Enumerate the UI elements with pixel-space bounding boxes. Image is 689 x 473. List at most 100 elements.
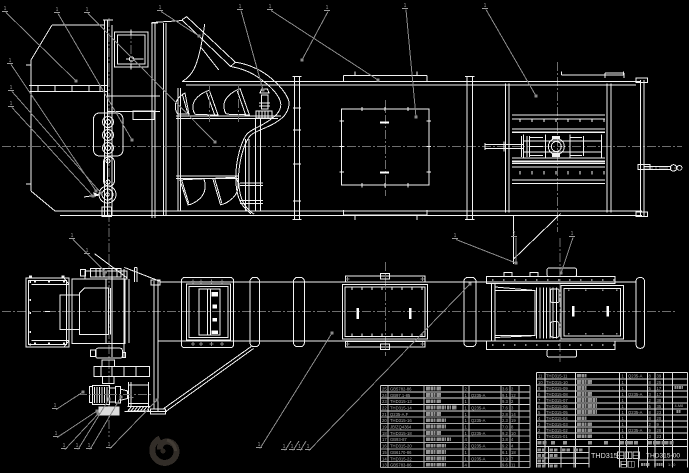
svg-text:THD315-20: THD315-20 bbox=[390, 444, 412, 449]
svg-text:5: 5 bbox=[538, 410, 541, 415]
svg-text:9.6: 9.6 bbox=[502, 463, 508, 468]
svg-text:2.8: 2.8 bbox=[502, 412, 508, 417]
svg-text:9.2: 9.2 bbox=[502, 431, 508, 436]
svg-text:20: 20 bbox=[657, 416, 662, 421]
svg-text:3: 3 bbox=[538, 422, 541, 427]
svg-text:Q235-A: Q235-A bbox=[471, 418, 486, 423]
svg-text:THD315-14: THD315-14 bbox=[390, 405, 412, 410]
svg-text:10: 10 bbox=[511, 431, 516, 436]
svg-text:6.1: 6.1 bbox=[502, 450, 508, 455]
svg-text:3: 3 bbox=[511, 405, 514, 410]
svg-text:2: 2 bbox=[649, 398, 652, 403]
svg-text:1: 1 bbox=[10, 101, 13, 107]
svg-text:THD315-06: THD315-06 bbox=[546, 404, 568, 409]
svg-text:8: 8 bbox=[649, 374, 652, 379]
svg-text:THD315-16: THD315-16 bbox=[390, 418, 412, 423]
svg-text:Q235-A: Q235-A bbox=[628, 410, 643, 415]
svg-text:7.0: 7.0 bbox=[502, 425, 508, 430]
svg-text:1: 1 bbox=[622, 374, 625, 379]
svg-text:GB5783-86: GB5783-86 bbox=[390, 463, 412, 468]
svg-text:1: 1 bbox=[54, 403, 57, 409]
svg-text:1: 1 bbox=[9, 58, 12, 64]
svg-text:GB6170-86: GB6170-86 bbox=[390, 450, 412, 455]
svg-text:1: 1 bbox=[622, 416, 625, 421]
svg-text:38: 38 bbox=[657, 398, 662, 403]
svg-text:THD315-10: THD315-10 bbox=[546, 380, 568, 385]
svg-text:1: 1 bbox=[56, 7, 59, 13]
svg-text:12: 12 bbox=[511, 393, 516, 398]
svg-text:1: 1 bbox=[538, 434, 541, 439]
svg-text:14: 14 bbox=[382, 456, 387, 461]
svg-text:1: 1 bbox=[622, 434, 625, 439]
svg-text:1: 1 bbox=[258, 442, 261, 448]
svg-text:1: 1 bbox=[465, 393, 468, 398]
svg-text:11: 11 bbox=[538, 374, 543, 379]
svg-text:THD315-04: THD315-04 bbox=[546, 416, 568, 421]
svg-text:39: 39 bbox=[657, 374, 662, 379]
svg-text:Q235-A.F: Q235-A.F bbox=[390, 412, 409, 417]
svg-text:4: 4 bbox=[511, 444, 514, 449]
svg-text:20: 20 bbox=[382, 418, 387, 423]
svg-text:1:10: 1:10 bbox=[668, 463, 675, 467]
svg-text:1: 1 bbox=[465, 425, 468, 430]
svg-text:1: 1 bbox=[86, 7, 89, 13]
svg-text:THD315-03: THD315-03 bbox=[546, 422, 568, 427]
svg-text:1: 1 bbox=[283, 444, 286, 450]
svg-text:4-M8: 4-M8 bbox=[675, 404, 684, 408]
svg-text:3.8: 3.8 bbox=[502, 437, 508, 442]
svg-text:1: 1 bbox=[465, 412, 468, 417]
svg-text:8: 8 bbox=[649, 380, 652, 385]
svg-text:8: 8 bbox=[511, 425, 514, 430]
svg-text:THD315-05: THD315-05 bbox=[546, 410, 568, 415]
svg-text:1: 1 bbox=[622, 386, 625, 391]
svg-text:1: 1 bbox=[63, 443, 66, 449]
svg-text:Q235-A: Q235-A bbox=[471, 431, 486, 436]
svg-text:1: 1 bbox=[484, 3, 487, 9]
svg-text:2: 2 bbox=[465, 444, 468, 449]
svg-text:4: 4 bbox=[465, 437, 468, 442]
svg-text:THD315-07: THD315-07 bbox=[546, 398, 568, 403]
svg-text:21: 21 bbox=[382, 412, 387, 417]
svg-text:1: 1 bbox=[76, 443, 79, 449]
svg-text:Q235-A: Q235-A bbox=[628, 392, 643, 397]
svg-text:THD315-13: THD315-13 bbox=[390, 399, 412, 404]
svg-text:2: 2 bbox=[465, 386, 468, 391]
svg-text:9: 9 bbox=[649, 428, 652, 433]
svg-text:23: 23 bbox=[657, 410, 662, 415]
svg-text:THD315-02: THD315-02 bbox=[546, 428, 568, 433]
svg-text:1: 1 bbox=[291, 444, 294, 450]
svg-text:15: 15 bbox=[382, 450, 387, 455]
svg-text:28: 28 bbox=[657, 428, 662, 433]
svg-text:8: 8 bbox=[649, 416, 652, 421]
svg-text:2: 2 bbox=[513, 231, 516, 237]
svg-text:1: 1 bbox=[86, 248, 89, 254]
svg-text:1: 1 bbox=[108, 442, 111, 448]
svg-text:1: 1 bbox=[159, 5, 162, 11]
svg-text:17: 17 bbox=[657, 386, 662, 391]
svg-text:Q235-A: Q235-A bbox=[628, 374, 643, 379]
svg-text:19: 19 bbox=[382, 425, 387, 430]
svg-text:1: 1 bbox=[465, 405, 468, 410]
svg-text:Q235-A: Q235-A bbox=[628, 428, 643, 433]
svg-text:7: 7 bbox=[511, 456, 514, 461]
svg-text:1.9: 1.9 bbox=[502, 456, 508, 461]
svg-text:5: 5 bbox=[649, 404, 652, 409]
svg-text:THD315-00: THD315-00 bbox=[646, 453, 680, 460]
svg-text:1: 1 bbox=[465, 399, 468, 404]
svg-text:7: 7 bbox=[538, 398, 541, 403]
svg-text:Q235-A: Q235-A bbox=[471, 456, 486, 461]
svg-text:3: 3 bbox=[649, 434, 652, 439]
svg-text:THD315: THD315 bbox=[591, 451, 618, 460]
svg-text:9.3: 9.3 bbox=[502, 399, 508, 404]
svg-text:1: 1 bbox=[4, 6, 7, 12]
svg-text:35: 35 bbox=[657, 404, 662, 409]
svg-text:18: 18 bbox=[382, 431, 387, 436]
svg-text:1: 1 bbox=[571, 231, 574, 237]
svg-text:4: 4 bbox=[538, 416, 541, 421]
svg-text:2.3: 2.3 bbox=[502, 418, 508, 423]
svg-text:8: 8 bbox=[538, 392, 541, 397]
svg-text:9.2: 9.2 bbox=[502, 444, 508, 449]
svg-text:1: 1 bbox=[326, 5, 329, 11]
svg-text:1: 1 bbox=[269, 4, 272, 10]
svg-text:1: 1 bbox=[622, 410, 625, 415]
